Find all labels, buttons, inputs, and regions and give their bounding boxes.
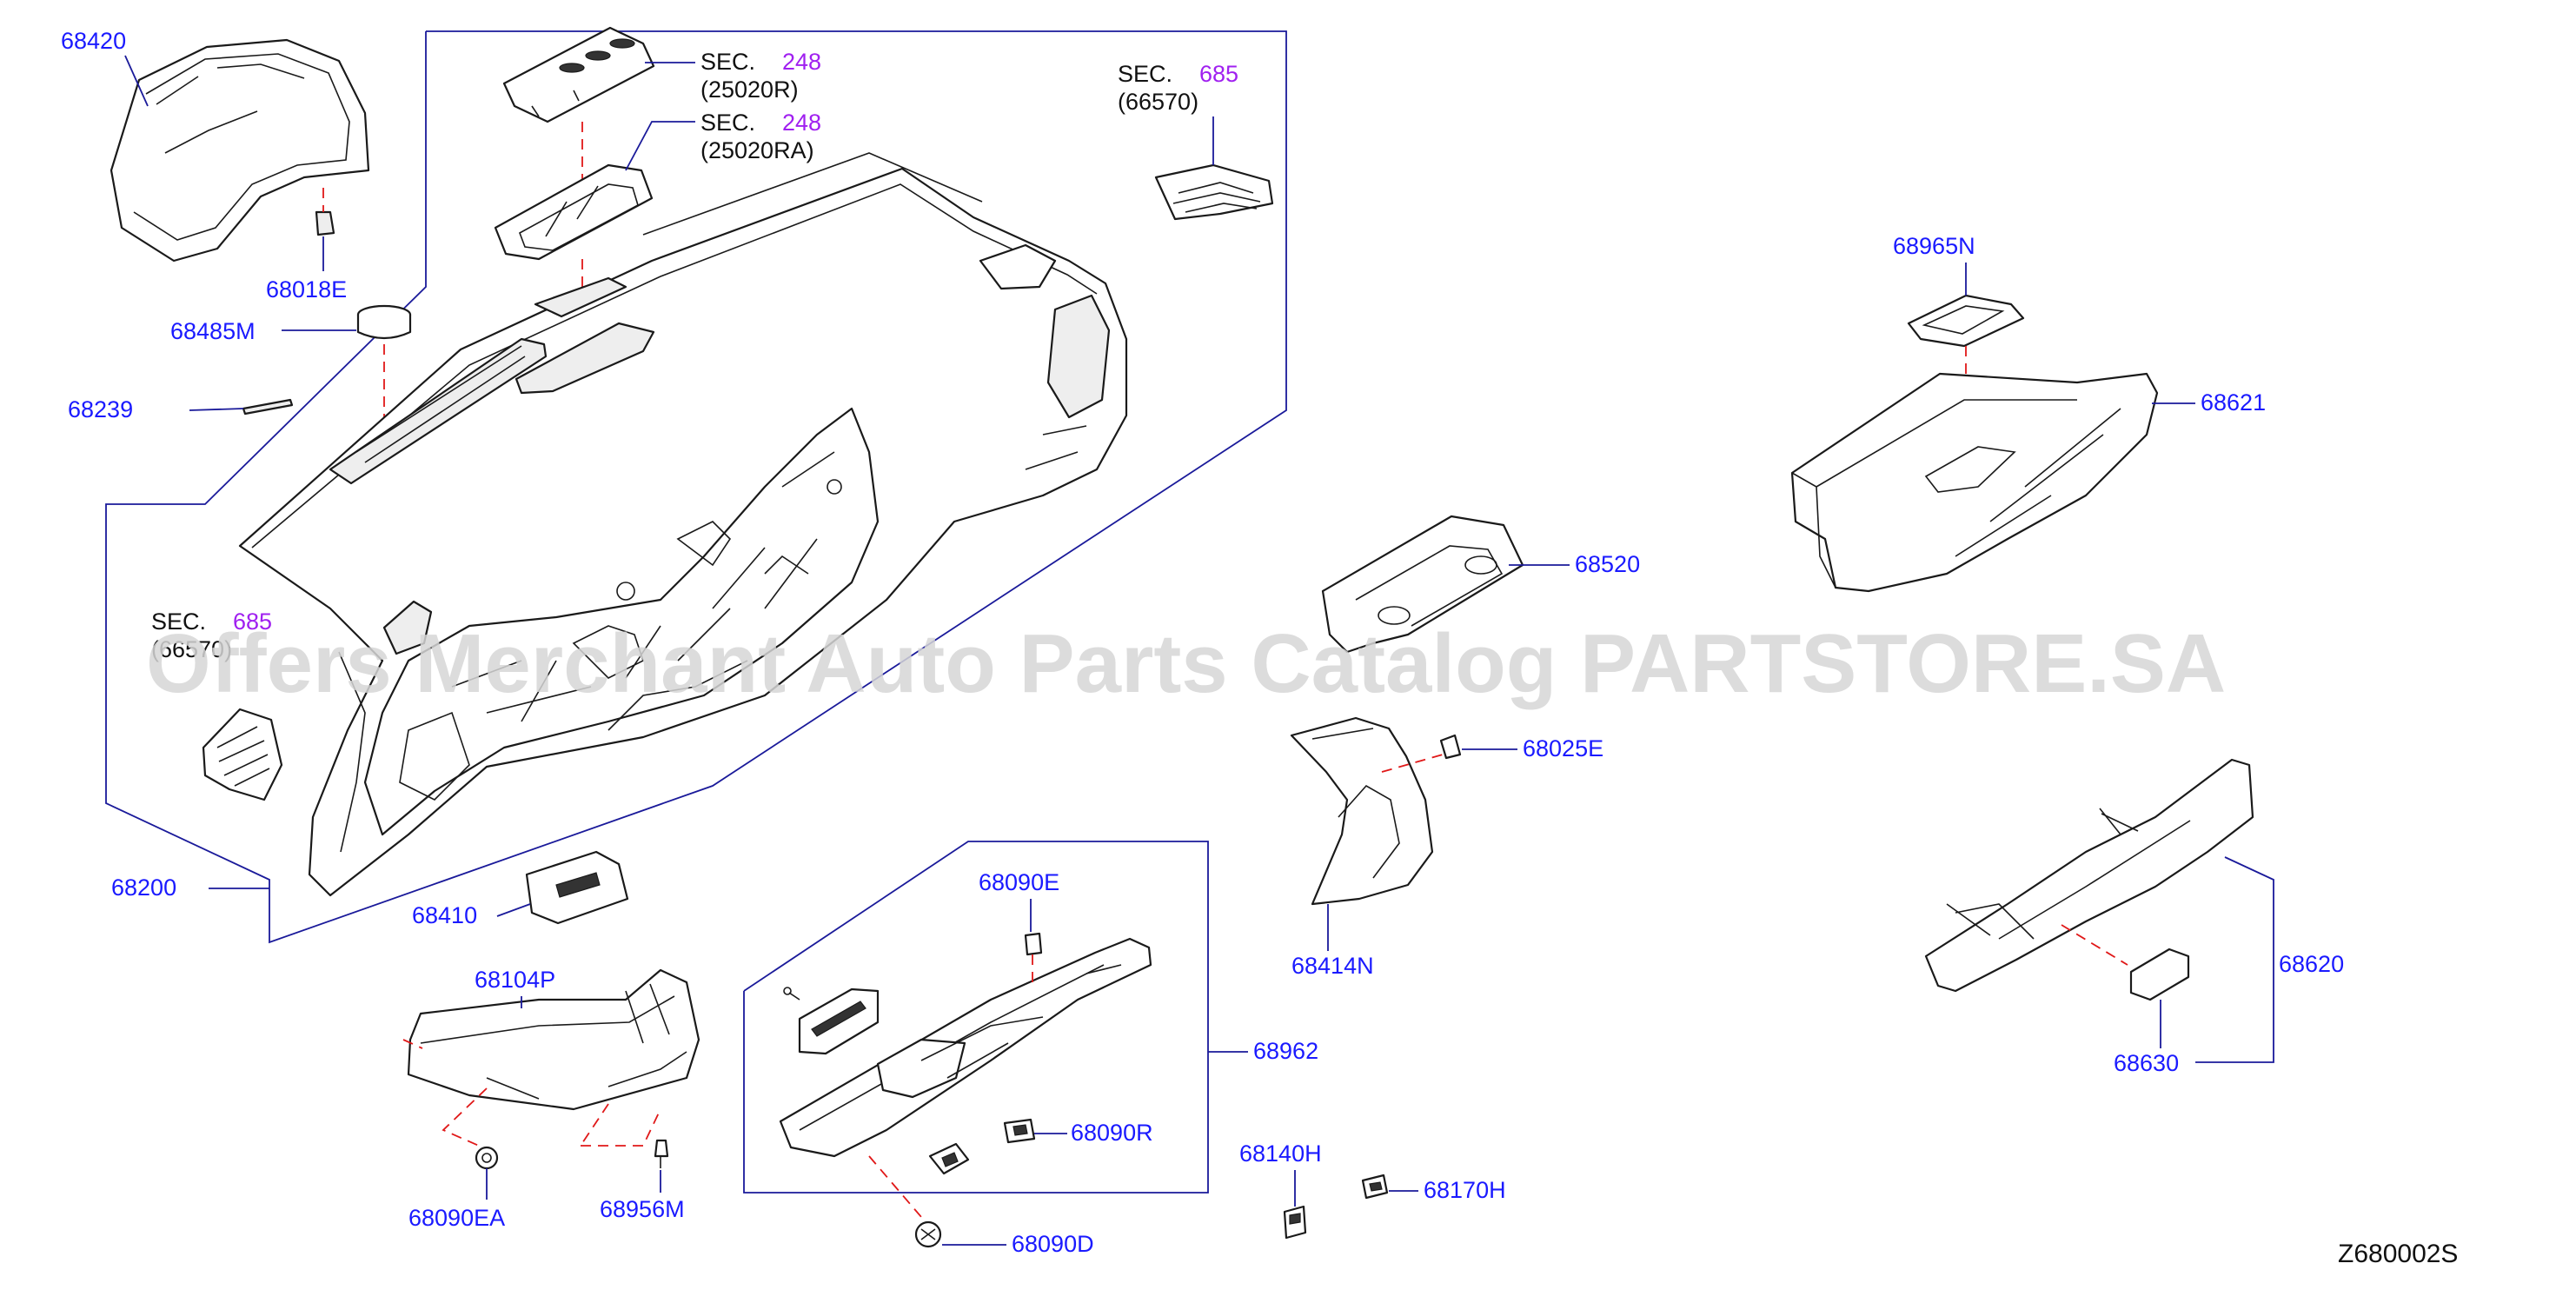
cluster-finisher-68520-drawing (1321, 515, 1524, 654)
leader-68410 (496, 903, 531, 917)
svg-text:(66570): (66570) (1118, 89, 1198, 115)
svg-text:SEC.: SEC. (700, 110, 755, 136)
svg-text:(25020R): (25020R) (700, 76, 799, 103)
part-label-68018E[interactable]: 68018E (266, 276, 347, 303)
part-label-68090EA[interactable]: 68090EA (408, 1205, 505, 1231)
screw-68090D-drawing (914, 1220, 942, 1248)
svg-text:685: 685 (1199, 61, 1238, 87)
clip-68140H-drawing (1283, 1205, 1307, 1240)
svg-text:SEC.: SEC. (151, 608, 206, 635)
sec-ref-66570-left[interactable]: SEC. 685 (66570) (151, 608, 272, 662)
svg-text:SEC.: SEC. (1118, 61, 1172, 87)
clip-dash-2 (581, 1108, 661, 1147)
meter-hood-drawing (110, 38, 370, 263)
part-label-68170H[interactable]: 68170H (1424, 1177, 1506, 1203)
part-label-68090D[interactable]: 68090D (1012, 1231, 1094, 1257)
leader-sec-25020RA (625, 121, 695, 171)
bracket-clip-drawing (928, 1142, 970, 1175)
lower-cluster-outline (743, 841, 1209, 1194)
glovebox-lid-68965N-drawing (1907, 294, 2025, 348)
part-label-68140H[interactable]: 68140H (1239, 1140, 1322, 1167)
part-label-68956M[interactable]: 68956M (600, 1196, 685, 1222)
side-finisher-68414N-drawing (1290, 716, 1434, 906)
part-label-68025E[interactable]: 68025E (1523, 735, 1603, 761)
center-vent-duct-drawing (494, 163, 654, 261)
center-vent-grille-drawing (502, 26, 655, 123)
lower-panel-dash (2061, 924, 2128, 966)
sec-ref-66570-right[interactable]: SEC. 685 (66570) (1118, 61, 1238, 115)
part-label-68520[interactable]: 68520 (1575, 551, 1640, 577)
screw-small-drawing (783, 987, 800, 1001)
glovebox-68621-drawing (1790, 372, 2159, 593)
svg-text:(25020RA): (25020RA) (700, 137, 814, 163)
clip-68090E-drawing (1024, 932, 1043, 956)
main-assembly-outline (105, 30, 1287, 944)
clip-68956M-dash (580, 1103, 609, 1147)
blank-cap-68630-drawing (2129, 948, 2190, 1001)
part-label-68200[interactable]: 68200 (111, 874, 176, 901)
part-label-68239[interactable]: 68239 (68, 396, 133, 422)
part-label-68485M[interactable]: 68485M (170, 318, 256, 344)
leader-68239 (189, 408, 244, 411)
clip-68090EA-drawing (475, 1146, 499, 1170)
part-label-68090E[interactable]: 68090E (979, 869, 1059, 895)
instrument-panel-drawing (238, 152, 1128, 897)
svg-text:(66570): (66570) (151, 636, 232, 662)
sec-ref-25020R[interactable]: SEC. 248 (25020R) (700, 49, 821, 103)
part-label-68620[interactable]: 68620 (2279, 951, 2344, 977)
side-vent-right-drawing (1154, 163, 1274, 221)
svg-text:248: 248 (782, 49, 821, 75)
svg-text:248: 248 (782, 110, 821, 136)
part-label-68410[interactable]: 68410 (412, 902, 477, 928)
clip-68090R-drawing (1003, 1118, 1036, 1144)
screw-68090D-dash (868, 1155, 922, 1218)
switch-bezel-68410-drawing (525, 850, 629, 925)
clip-68170H-drawing (1361, 1174, 1389, 1200)
side-vent-left-drawing (202, 708, 283, 801)
lower-cluster-68962-drawing (779, 937, 1152, 1158)
diagram-code: Z680002S (2338, 1240, 2458, 1268)
plug-68485M-drawing (356, 304, 412, 340)
side-finisher-dash (1381, 754, 1444, 773)
sec-ref-25020RA[interactable]: SEC. 248 (25020RA) (700, 110, 821, 163)
clip-68025E-drawing (1439, 734, 1462, 760)
part-label-68414N[interactable]: 68414N (1291, 953, 1374, 979)
watermark: Offers Merchant Auto Parts Catalog PARTS… (146, 617, 2226, 710)
strip-68239-drawing (242, 398, 294, 416)
lower-cover-68104P-drawing (407, 968, 700, 1111)
lower-cover-edge-dash (402, 1039, 423, 1049)
part-label-68965N[interactable]: 68965N (1893, 233, 1975, 259)
svg-text:SEC.: SEC. (700, 49, 755, 75)
leader-68620 (2195, 856, 2274, 1063)
part-label-68104P[interactable]: 68104P (475, 967, 555, 993)
part-label-68630[interactable]: 68630 (2114, 1050, 2179, 1076)
part-label-68090R[interactable]: 68090R (1071, 1120, 1153, 1146)
part-label-68621[interactable]: 68621 (2201, 389, 2266, 416)
leader-68420 (124, 55, 149, 107)
part-label-68962[interactable]: 68962 (1253, 1038, 1318, 1064)
clip-68090EA-dash (442, 1087, 488, 1150)
part-label-68420[interactable]: 68420 (61, 28, 126, 54)
clip-68956M-drawing (654, 1139, 669, 1168)
svg-text:685: 685 (233, 608, 272, 635)
lower-panel-68620-drawing (1924, 758, 2254, 993)
